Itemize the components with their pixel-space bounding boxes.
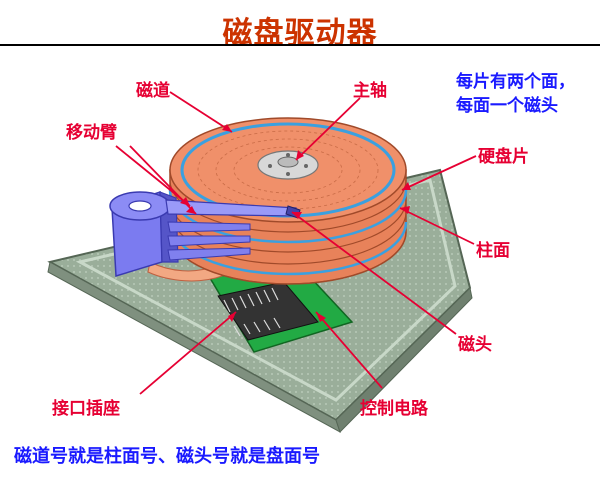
ribbon-cable xyxy=(147,261,223,282)
label-head: 磁头 xyxy=(458,335,492,355)
spindle xyxy=(257,150,319,180)
circuit-board xyxy=(208,261,354,353)
leader-lines xyxy=(115,91,477,395)
footer-statement: 磁道号就是柱面号、磁头号就是盘面号 xyxy=(14,446,320,467)
label-control-circuit: 控制电路 xyxy=(360,399,428,419)
label-interface-socket: 接口插座 xyxy=(52,399,120,419)
leader-arrowheads xyxy=(180,124,411,322)
actuator-arm xyxy=(109,190,301,277)
platter-stack xyxy=(168,117,408,285)
label-moving-arm: 移动臂 xyxy=(66,123,117,143)
note-line-2: 每面一个磁头 xyxy=(456,96,558,116)
note-line-1: 每片有两个面， xyxy=(456,72,575,92)
label-spindle: 主轴 xyxy=(353,81,387,101)
label-platter: 硬盘片 xyxy=(478,147,529,167)
note-text: 每片有两个面， 每面一个磁头 xyxy=(456,70,575,118)
title-divider xyxy=(0,44,600,46)
label-track: 磁道 xyxy=(136,81,170,101)
label-cylinder: 柱面 xyxy=(476,241,510,261)
